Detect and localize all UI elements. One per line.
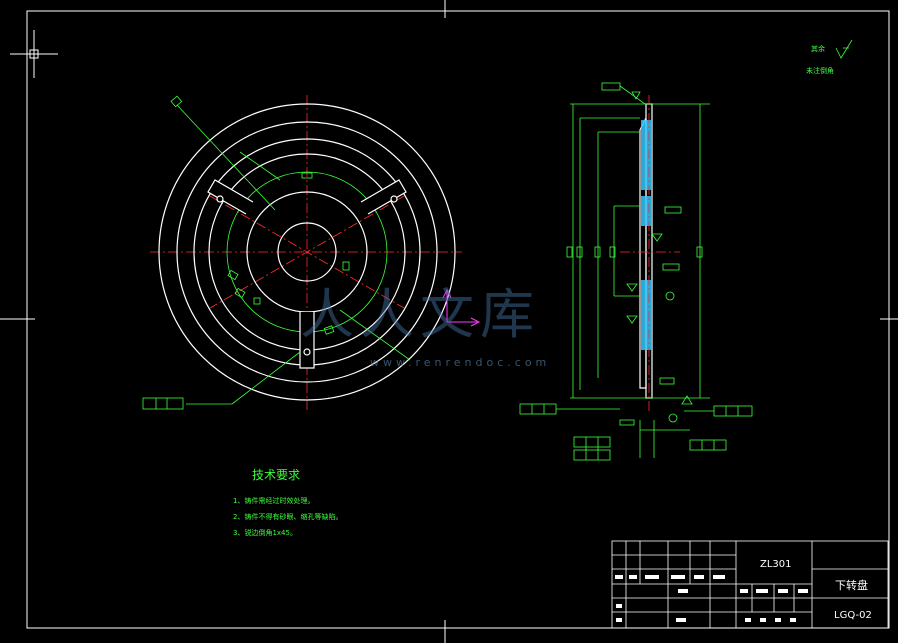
tech-requirements-title: 技术要求 xyxy=(252,468,301,482)
tech-requirement-3: 3、锐边倒角1x45。 xyxy=(233,529,297,537)
watermark-logo-text: 人人文库 xyxy=(300,283,540,346)
section-view xyxy=(519,82,753,461)
radial-slots xyxy=(207,179,407,369)
section-hatch xyxy=(641,120,651,350)
section-centerline xyxy=(620,95,680,412)
title-block-cells xyxy=(615,575,808,622)
front-view xyxy=(142,95,462,410)
roughness-symbol xyxy=(835,39,853,59)
title-block xyxy=(611,540,889,629)
watermark-url: www.renrendoc.com xyxy=(370,356,551,369)
part-name-label: 下转盘 xyxy=(835,578,868,592)
material-label: ZL301 xyxy=(760,559,792,570)
section-dimensions xyxy=(519,82,753,461)
tech-requirement-1: 1、铸件需经过时效处理。 xyxy=(233,497,315,505)
crosshair-cursor xyxy=(10,30,58,78)
front-annotations xyxy=(142,95,411,410)
roughness-note-line2: 未注倒角 xyxy=(806,67,834,75)
ucs-icon xyxy=(442,288,481,327)
drawing-number-label: LGQ-02 xyxy=(834,610,872,621)
tech-requirement-2: 2、铸件不得有砂眼、缩孔等缺陷。 xyxy=(233,513,343,521)
centerlines xyxy=(150,95,462,410)
roughness-note-line1: 其余 xyxy=(811,45,825,53)
